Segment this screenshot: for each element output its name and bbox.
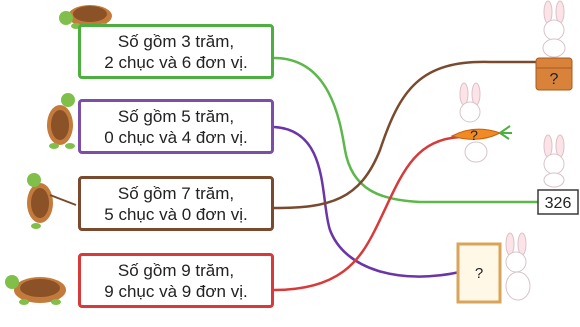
clue-line-1: Số gồm 5 trăm, (117, 106, 235, 126)
clue-box-3[interactable]: Số gồm 7 trăm, 5 chục và 0 đơn vị. (78, 176, 274, 231)
clue-line-2: 9 chục và 9 đơn vị. (104, 281, 248, 301)
basket-icon (535, 57, 573, 91)
clue-line-2: 5 chục và 0 đơn vị. (104, 204, 248, 224)
sign-icon (537, 189, 579, 215)
connector-purple (273, 125, 461, 278)
turtle-icon (27, 173, 77, 229)
board-answer: ? (475, 265, 483, 282)
clue-line-2: 0 chục và 4 đơn vị. (104, 127, 248, 147)
clue-line-1: Số gồm 3 trăm, (117, 31, 235, 51)
clue-line-1: Số gồm 9 trăm, (117, 260, 235, 280)
rabbit-icon (543, 134, 565, 188)
clue-box-2[interactable]: Số gồm 5 trăm, 0 chục và 4 đơn vị. (78, 99, 274, 154)
connector-green (273, 56, 540, 204)
clue-line-1: Số gồm 7 trăm, (117, 183, 235, 203)
sign-answer: 326 (545, 195, 572, 212)
connector-red (273, 135, 461, 292)
rabbit-icon (459, 82, 488, 163)
basket-answer: ? (550, 71, 559, 88)
turtle-icon (5, 275, 66, 305)
clue-line-2: 2 chục và 6 đơn vị. (104, 52, 248, 72)
clue-box-1[interactable]: Số gồm 3 trăm, 2 chục và 6 đơn vị. (78, 24, 274, 79)
board-icon (456, 242, 502, 304)
connector-brown (273, 60, 540, 210)
rabbit-icon (505, 232, 531, 301)
turtle-icon (47, 93, 75, 149)
clue-box-4[interactable]: Số gồm 9 trăm, 9 chục và 9 đơn vị. (78, 253, 274, 308)
rabbit-icon (542, 0, 566, 58)
carrot-answer: ? (470, 127, 478, 143)
carrot-icon (450, 125, 512, 140)
